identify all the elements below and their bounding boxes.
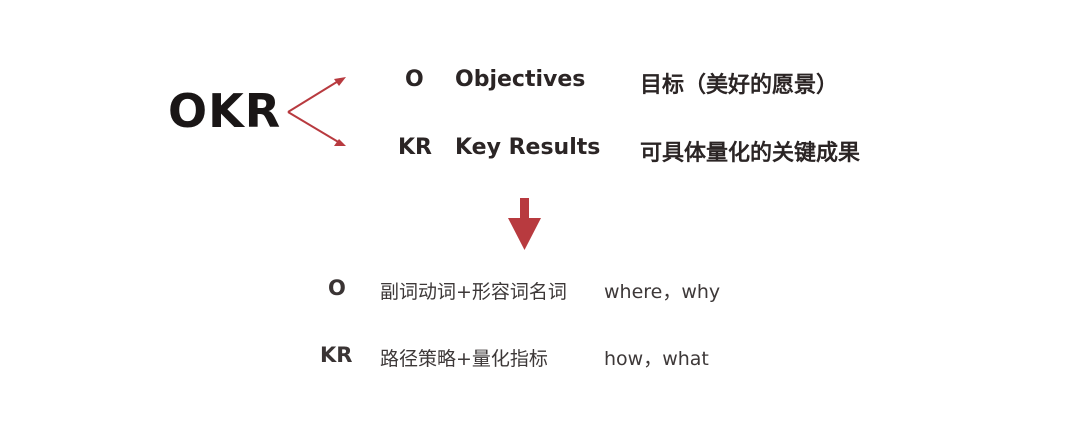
arrowhead-objectives [334, 77, 346, 86]
key-result-formula-abbr: KR [320, 343, 353, 367]
objective-meaning: 目标（美好的愿景） [640, 73, 839, 98]
key-result-questions: how，what [604, 348, 709, 370]
arrow-to-key-results [287, 111, 341, 144]
key-result-abbr: KR [398, 135, 432, 160]
arrow-to-objectives [287, 79, 341, 113]
arrowhead-key-results [334, 139, 346, 146]
branch-arrows [287, 79, 341, 144]
down-arrow-icon [508, 198, 541, 250]
objective-term: Objectives [455, 67, 586, 92]
objective-formula-abbr: O [328, 276, 346, 300]
key-result-meaning: 可具体量化的关键成果 [640, 141, 861, 166]
objective-questions: where，why [604, 281, 721, 303]
key-result-term: Key Results [455, 135, 601, 160]
key-result-formula: 路径策略+量化指标 [380, 348, 548, 370]
okr-title: OKR [168, 84, 282, 138]
objective-formula: 副词动词+形容词名词 [380, 281, 567, 303]
objective-abbr: O [405, 67, 424, 92]
